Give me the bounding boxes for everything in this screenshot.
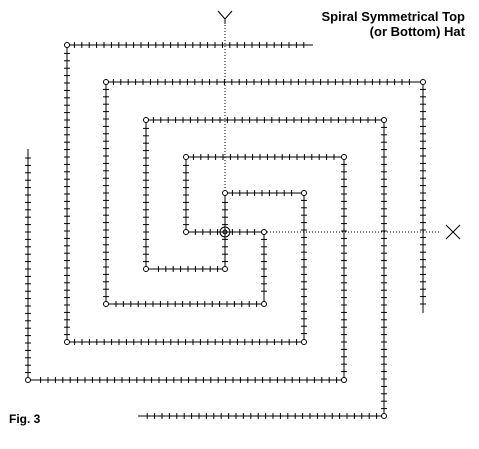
junction-node [103, 301, 109, 307]
junction-node [261, 229, 267, 235]
diagram-title-line-2: (or Bottom) Hat [369, 24, 465, 39]
junction-node [341, 377, 347, 383]
junction-node [420, 79, 426, 85]
spiral-arm-4-wire [27, 149, 345, 381]
spiral-arm-3 [138, 117, 387, 419]
junction-node [381, 413, 387, 419]
junction-node [64, 339, 70, 345]
diagram-title-line-1: Spiral Symmetrical Top [321, 9, 465, 24]
x-axis-label-glyph [445, 224, 461, 240]
junction-node [25, 377, 31, 383]
y-glyph-stroke [217, 10, 226, 20]
feedpoint-group [219, 226, 231, 238]
y-glyph-stroke [224, 10, 233, 20]
junction-node [301, 190, 307, 196]
spiral-arm-2 [103, 79, 426, 313]
junction-node [301, 339, 307, 345]
junction-node [341, 154, 347, 160]
spiral-arm-2-wire [105, 81, 424, 313]
x-glyph-stroke [445, 224, 461, 240]
junction-node [381, 117, 387, 123]
junction-node [64, 42, 70, 48]
junction-node [183, 154, 189, 160]
junction-node [261, 301, 267, 307]
junction-node [103, 79, 109, 85]
spiral-arm-1 [64, 42, 313, 345]
junction-node [222, 266, 228, 272]
junction-node [143, 266, 149, 272]
spiral-arm-3-wire [138, 119, 385, 417]
y-axis-label-glyph [217, 10, 233, 24]
figure-label: Fig. 3 [9, 412, 41, 426]
junction-nodes-group [25, 42, 426, 419]
junction-node [143, 117, 149, 123]
spiral-arm-4 [25, 149, 347, 383]
junction-node [222, 190, 228, 196]
junction-node [183, 229, 189, 235]
